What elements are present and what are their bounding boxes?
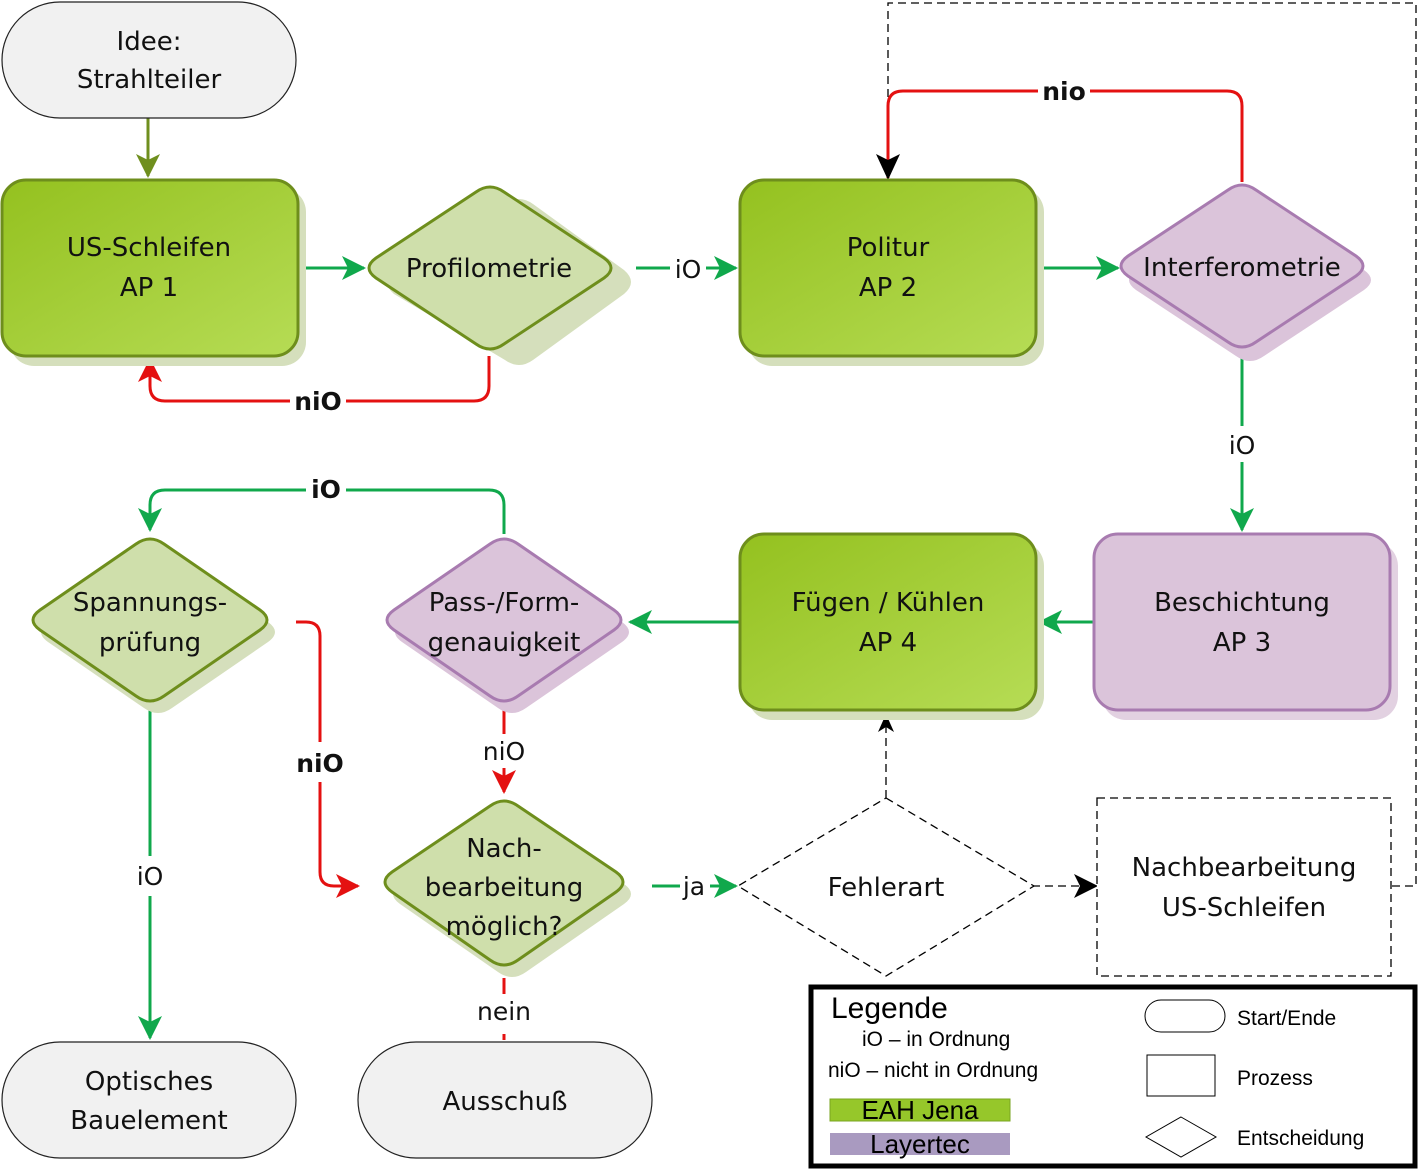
node-idee-strahlteiler[interactable]: Idee: Strahlteiler (1, 1, 297, 119)
node-optisches-bauelement[interactable]: Optisches Bauelement (1, 1041, 297, 1159)
node-spannungspruefung[interactable]: Spannungs- prüfung (31, 537, 275, 713)
legend-title: Legende (831, 992, 948, 1025)
legend: Legende iO – in Ordnung niO – nicht in O… (808, 984, 1418, 1169)
node-label-line: US-Schleifen (67, 233, 231, 263)
edge-label-spannung-nio: niO (296, 749, 344, 778)
node-label-line: Nach- (466, 834, 542, 864)
edge-label-nachbearbeitung-ja: ja (682, 872, 705, 901)
edge-label-profilometrie-io: iO (675, 255, 702, 284)
edge-label-spannung-io: iO (137, 862, 164, 891)
node-label-line: prüfung (99, 628, 201, 658)
node-label-line: Nachbearbeitung (1132, 853, 1357, 883)
node-label-line: Profilometrie (406, 254, 572, 284)
legend-swatch-eah (829, 1098, 1011, 1122)
rework-loop-edge (887, 2, 1417, 887)
node-label-line: Interferometrie (1143, 253, 1341, 283)
edge-label-interferometrie-nio: nio (1042, 77, 1086, 106)
arrowhead-politur-in (876, 154, 900, 180)
node-interferometrie[interactable]: Interferometrie (1119, 183, 1371, 361)
node-label-line: Optisches (85, 1067, 213, 1097)
node-label-line: AP 2 (859, 273, 917, 303)
node-fuegen-kuehlen[interactable]: Fügen / Kühlen AP 4 (738, 532, 1044, 720)
legend-process-shape-icon (1146, 1054, 1216, 1097)
node-label-line: Fehlerart (828, 873, 945, 903)
edge-label-passform-nio: niO (483, 737, 525, 766)
node-fehlerart[interactable]: Fehlerart (736, 797, 1036, 977)
node-beschichtung[interactable]: Beschichtung AP 3 (1092, 532, 1398, 720)
legend-label-process: Prozess (1237, 1067, 1313, 1090)
node-label-line: Ausschuß (443, 1087, 568, 1117)
legend-label-layertec: Layertec (870, 1129, 970, 1159)
legend-io-definition: iO – in Ordnung (862, 1028, 1010, 1051)
node-label-line: Bauelement (70, 1106, 227, 1136)
node-ausschuss[interactable]: Ausschuß (357, 1041, 653, 1159)
node-label-line: Politur (847, 233, 930, 263)
node-label-line: Idee: (117, 27, 182, 57)
legend-decision-shape-icon (1144, 1116, 1218, 1158)
node-label-line: Beschichtung (1154, 588, 1330, 618)
legend-label-decision: Entscheidung (1237, 1127, 1364, 1150)
node-label-line: AP 1 (120, 273, 178, 303)
node-label-line: bearbeitung (425, 873, 584, 903)
legend-label-terminal: Start/Ende (1237, 1007, 1336, 1030)
node-label-line: möglich? (446, 912, 563, 942)
node-label-line: AP 3 (1213, 628, 1271, 658)
edge-label-nachbearbeitung-nein: nein (477, 997, 531, 1026)
node-label-line: Spannungs- (73, 588, 227, 618)
node-nachbearbeitung-moeglich[interactable]: Nach- bearbeitung möglich? (383, 799, 631, 977)
legend-terminal-shape-icon (1144, 999, 1226, 1033)
node-label-line: Strahlteiler (77, 65, 222, 95)
node-label-line: US-Schleifen (1162, 893, 1326, 923)
edge-label-profilometrie-nio: niO (294, 387, 342, 416)
node-label-line: AP 4 (859, 628, 917, 658)
legend-label-eah: EAH Jena (861, 1095, 979, 1125)
node-us-schleifen[interactable]: US-Schleifen AP 1 (0, 178, 306, 366)
legend-nio-definition: niO – nicht in Ordnung (828, 1059, 1038, 1082)
arrowhead-fuegen-in (878, 714, 894, 732)
node-profilometrie[interactable]: Profilometrie (367, 185, 631, 365)
node-pass-form-genauigkeit[interactable]: Pass-/Form- genauigkeit (385, 537, 629, 713)
node-nachbearbeitung-us-schleifen[interactable]: Nachbearbeitung US-Schleifen (1096, 797, 1392, 977)
node-politur[interactable]: Politur AP 2 (738, 178, 1044, 366)
edge-label-interferometrie-io: iO (1229, 431, 1256, 460)
node-label-line: Fügen / Kühlen (792, 588, 985, 618)
node-label-line: Pass-/Form- (429, 588, 580, 618)
node-label-line: genauigkeit (428, 628, 581, 658)
legend-swatch-layertec (830, 1133, 1010, 1155)
edge-label-passform-io: iO (311, 475, 341, 504)
